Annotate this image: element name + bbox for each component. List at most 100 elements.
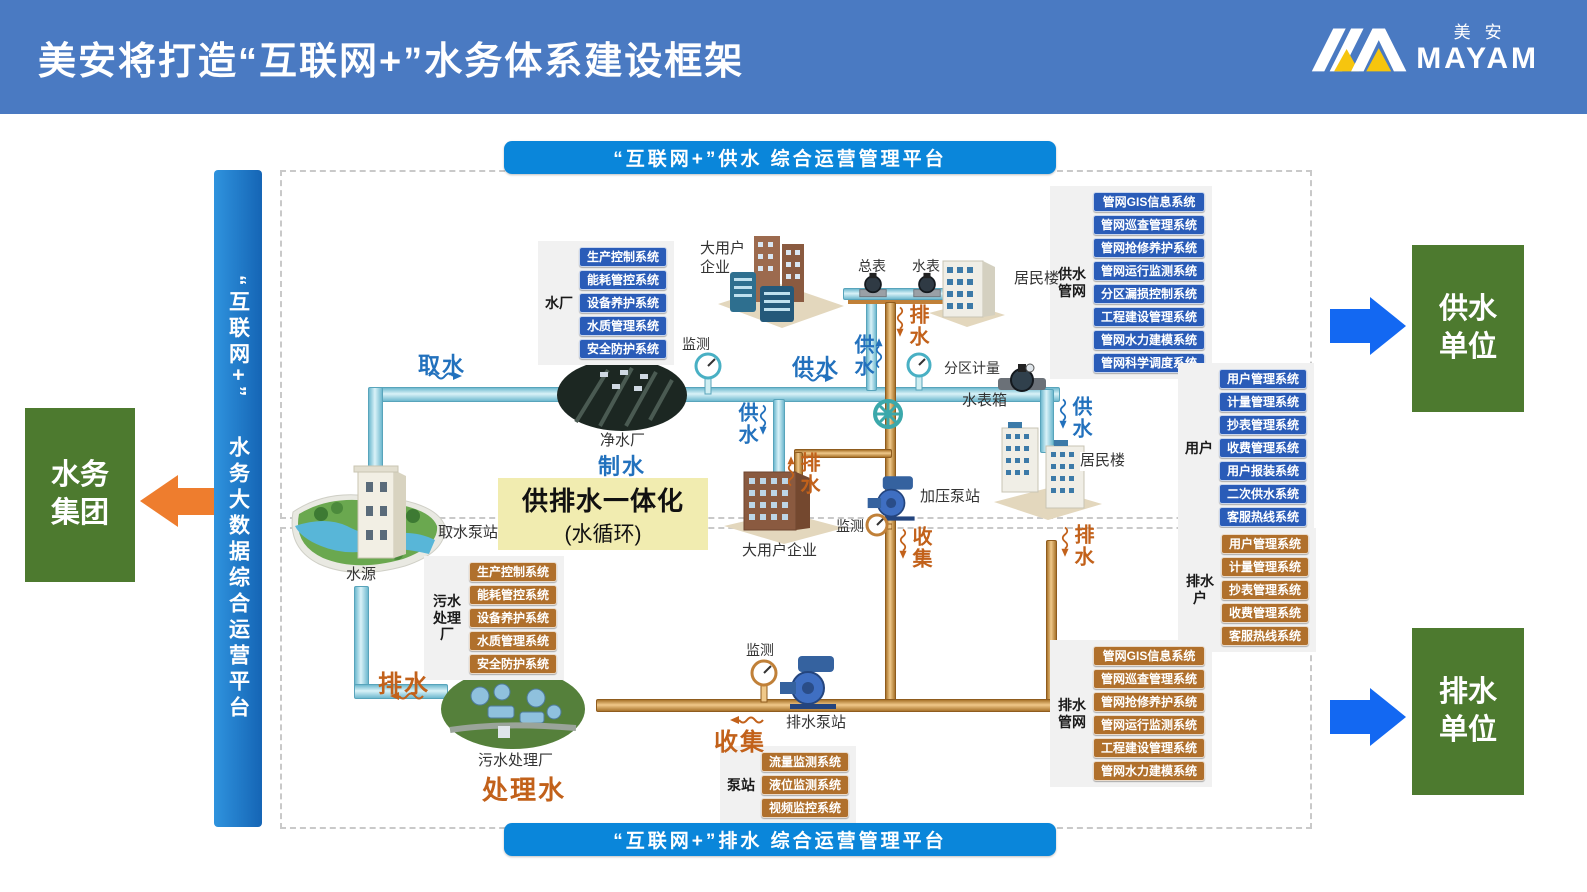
- system-chip: 抄表管理系统: [1221, 580, 1310, 600]
- system-chip: 抄表管理系统: [1219, 415, 1308, 435]
- system-chip: 水质管理系统: [579, 316, 668, 336]
- panel-supply-network: 供水管网 管网GIS信息系统 管网巡查管理系统 管网抢修养护系统 管网运行监测系…: [1050, 186, 1213, 379]
- monitor-drain-label: 监测: [746, 642, 774, 658]
- flow-supply-up-label: 供水: [851, 334, 886, 378]
- flow-collect-label: 收集: [714, 729, 766, 756]
- blue-arrow-drain-shaft: [1330, 700, 1370, 734]
- system-chip: 计量管理系统: [1221, 557, 1310, 577]
- system-chip: 收费管理系统: [1219, 438, 1308, 458]
- header-bar: 美安将打造“互联网+”水务体系建设框架 美安 MAYAM: [0, 0, 1587, 114]
- logo-mark-icon: [1311, 28, 1407, 72]
- flow-drain-residential-text: 排水: [1071, 524, 1093, 568]
- system-chip: 视频监控系统: [761, 798, 850, 818]
- intake-pump-station-label: 取水泵站: [438, 524, 499, 541]
- logo-chinese: 美安: [1453, 23, 1516, 42]
- system-chip: 管网抢修养护系统: [1093, 238, 1206, 258]
- pressure-pump-illustration: [866, 474, 928, 522]
- flow-supply-branch-label: 供水: [735, 402, 770, 446]
- pressure-pump-station-label: 加压泵站: [920, 488, 981, 505]
- flow-drain-down-text: 排水: [906, 304, 928, 348]
- system-chip: 安全防护系统: [469, 654, 558, 674]
- big-user-top-illustration: [710, 228, 850, 340]
- flow-drain-residential-label: 排水: [1058, 524, 1093, 568]
- water-meter-icon: [913, 272, 941, 298]
- water-group-box: 水务集团: [25, 408, 135, 582]
- chips-supply-network: 管网GIS信息系统 管网巡查管理系统 管网抢修养护系统 管网运行监测系统 分区漏…: [1093, 192, 1206, 373]
- flow-supply-branch-text: 供水: [735, 402, 757, 446]
- panel-supply-users: 用户 用户管理系统 计量管理系统 抄表管理系统 收费管理系统 用户报装系统 二次…: [1178, 363, 1315, 533]
- sewage-plant-illustration: [440, 668, 586, 750]
- meter-box-illustration: [996, 362, 1048, 398]
- meter-box-icon: [998, 363, 1046, 392]
- flow-supply-branch-arrow-icon: [756, 402, 770, 438]
- valve-wheel-icon: [870, 396, 906, 432]
- system-chip: 管网巡查管理系统: [1093, 669, 1206, 689]
- panel-drain-network: 排水管网 管网GIS信息系统 管网巡查管理系统 管网抢修养护系统 管网运行监测系…: [1050, 640, 1213, 787]
- blue-arrow-supply-icon: [1370, 297, 1406, 355]
- flow-drain-residential-arrow-icon: [1058, 524, 1072, 560]
- system-chip: 管网抢修养护系统: [1093, 692, 1206, 712]
- meter-box-label: 水表箱: [962, 392, 1008, 409]
- residential-top-label: 居民楼: [1014, 270, 1060, 287]
- group-label-supply-network: 供水管网: [1058, 265, 1086, 299]
- chips-sewage-plant: 生产控制系统 能耗管控系统 设备养护系统 水质管理系统 安全防护系统: [469, 562, 558, 674]
- big-data-platform-bar: “互联网+” 水务大数据综合运营平台: [214, 170, 262, 827]
- monitor-supply-label: 监测: [682, 336, 710, 352]
- monitor-gauge-supply-icon: [692, 352, 724, 396]
- system-chip: 客服热线系统: [1221, 626, 1310, 646]
- residential-top-illustration: [925, 255, 1009, 331]
- company-logo: 美安 MAYAM: [1310, 24, 1539, 74]
- residential-mid-illustration: [992, 418, 1104, 524]
- integration-box: 供排水一体化 (水循环): [498, 478, 708, 550]
- group-label-supply-users: 用户: [1185, 439, 1213, 456]
- platform-bar-text-1: “互联网+”: [226, 275, 250, 402]
- monitor-gauge-drain-icon: [748, 658, 780, 704]
- group-label-drain-users: 排水户: [1186, 573, 1214, 606]
- orange-arrow-left-icon: [140, 475, 178, 527]
- panel-drain-users: 排水户 用户管理系统 计量管理系统 抄表管理系统 收费管理系统 客服热线系统: [1178, 528, 1317, 652]
- logo-latin: MAYAM: [1416, 42, 1539, 75]
- panel-pump-station: 泵站 流量监测系统 液位监测系统 视频监控系统: [720, 746, 857, 824]
- logo-text: 美安 MAYAM: [1416, 24, 1539, 74]
- flow-drain-left-arrow-icon: [388, 690, 424, 702]
- system-chip: 用户管理系统: [1221, 534, 1310, 554]
- system-chip: 生产控制系统: [469, 562, 558, 582]
- drain-platform-banner: “互联网+”排水 综合运营管理平台: [504, 823, 1056, 856]
- residential-mid-icon: [994, 422, 1102, 520]
- flow-supply-label: 供水: [792, 355, 841, 380]
- flow-drain-left-label: 排水: [378, 671, 430, 698]
- flow-drain-biguser-text: 排水: [797, 452, 819, 496]
- residential-top-icon: [929, 260, 1005, 327]
- integration-line1: 供排水一体化: [521, 485, 684, 516]
- system-chip: 管网科学调度系统: [1093, 353, 1206, 373]
- drain-pump-station-label: 排水泵站: [786, 714, 847, 731]
- clean-water-plant-illustration: [556, 358, 688, 432]
- system-chip: 用户管理系统: [1219, 369, 1308, 389]
- group-label-water-plant: 水厂: [545, 294, 573, 311]
- group-label-sewage-plant: 污水处理厂: [433, 592, 461, 643]
- system-chip: 生产控制系统: [579, 247, 668, 267]
- flow-supply-up-text: 供水: [851, 334, 873, 378]
- system-chip: 流量监测系统: [761, 752, 850, 772]
- monitor-collect-label: 监测: [836, 518, 864, 534]
- big-user-bottom-icon: [724, 471, 844, 544]
- master-meter-illustration: [858, 272, 888, 302]
- panel-sewage-plant: 污水处理厂 生产控制系统 能耗管控系统 设备养护系统 水质管理系统 安全防护系统: [424, 556, 565, 680]
- supply-platform-banner: “互联网+”供水 综合运营管理平台: [504, 141, 1056, 174]
- flow-intake-arrow-icon: [428, 370, 464, 382]
- flow-collect-down-label: 收集: [896, 526, 931, 570]
- supply-unit-box: 供水单位: [1412, 245, 1524, 412]
- district-metering-gauge-icon: [904, 352, 934, 392]
- sewage-plant-label: 污水处理厂: [478, 752, 554, 769]
- chips-water-plant: 生产控制系统 能耗管控系统 设备养护系统 水质管理系统 安全防护系统: [579, 247, 668, 359]
- system-chip: 能耗管控系统: [579, 270, 668, 290]
- flow-collect-down-arrow-icon: [896, 526, 910, 562]
- system-chip: 二次供水系统: [1219, 484, 1308, 504]
- supply-unit-label: 供水单位: [1438, 292, 1497, 363]
- blue-arrow-supply-shaft: [1330, 309, 1370, 343]
- water-meter-illustration: [912, 272, 942, 302]
- flow-make-water-label: 制水: [598, 454, 647, 479]
- system-chip: 工程建设管理系统: [1093, 307, 1206, 327]
- pipe-intake-horizontal: [374, 387, 568, 402]
- big-user-top-label: 大用户企业: [700, 240, 746, 276]
